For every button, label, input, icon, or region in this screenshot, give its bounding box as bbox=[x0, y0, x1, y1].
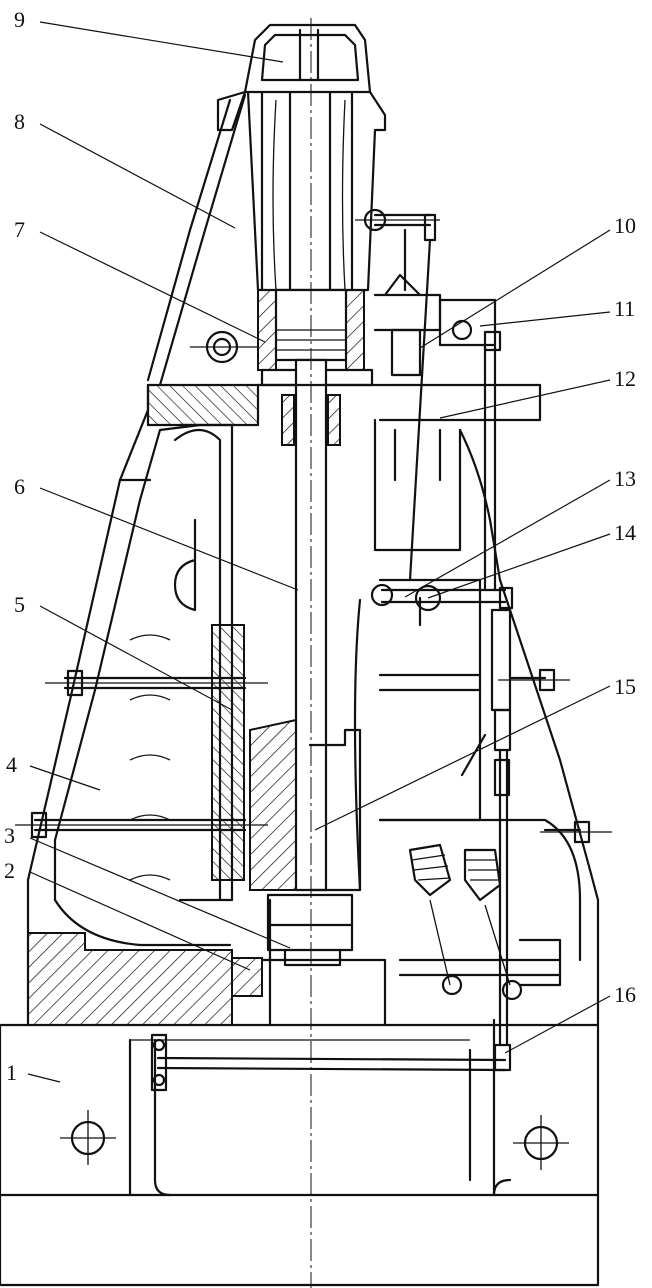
label-2: 2 bbox=[4, 858, 15, 883]
label-5: 5 bbox=[14, 592, 25, 617]
left-wing-outer bbox=[158, 93, 247, 387]
label-14: 14 bbox=[614, 520, 636, 545]
label-4: 4 bbox=[6, 752, 17, 777]
label-11: 11 bbox=[614, 296, 636, 321]
valve-assembly bbox=[373, 273, 502, 592]
cylinder bbox=[216, 90, 387, 292]
cylinder-head bbox=[243, 23, 372, 94]
base-frame bbox=[0, 1018, 600, 1287]
label-8: 8 bbox=[14, 109, 25, 134]
label-9: 9 bbox=[14, 7, 25, 32]
trip-lever bbox=[150, 1033, 512, 1092]
label-10: 10 bbox=[614, 213, 636, 238]
label-16: 16 bbox=[614, 982, 636, 1007]
left-wing-inner bbox=[146, 98, 232, 382]
anvil-block bbox=[27, 932, 233, 1026]
ram-guide bbox=[211, 624, 387, 1027]
spring-bolts bbox=[408, 843, 523, 1001]
label-13: 13 bbox=[614, 466, 636, 491]
lever-linkage bbox=[370, 583, 514, 1047]
top-lever bbox=[355, 208, 440, 582]
label-12: 12 bbox=[614, 366, 636, 391]
leader-lines bbox=[27, 21, 611, 1083]
right-frame bbox=[256, 383, 612, 1027]
tie-rods bbox=[15, 669, 268, 839]
label-3: 3 bbox=[4, 823, 15, 848]
label-6: 6 bbox=[14, 474, 25, 499]
label-15: 15 bbox=[614, 674, 636, 699]
label-1: 1 bbox=[6, 1060, 17, 1085]
label-7: 7 bbox=[14, 217, 25, 242]
